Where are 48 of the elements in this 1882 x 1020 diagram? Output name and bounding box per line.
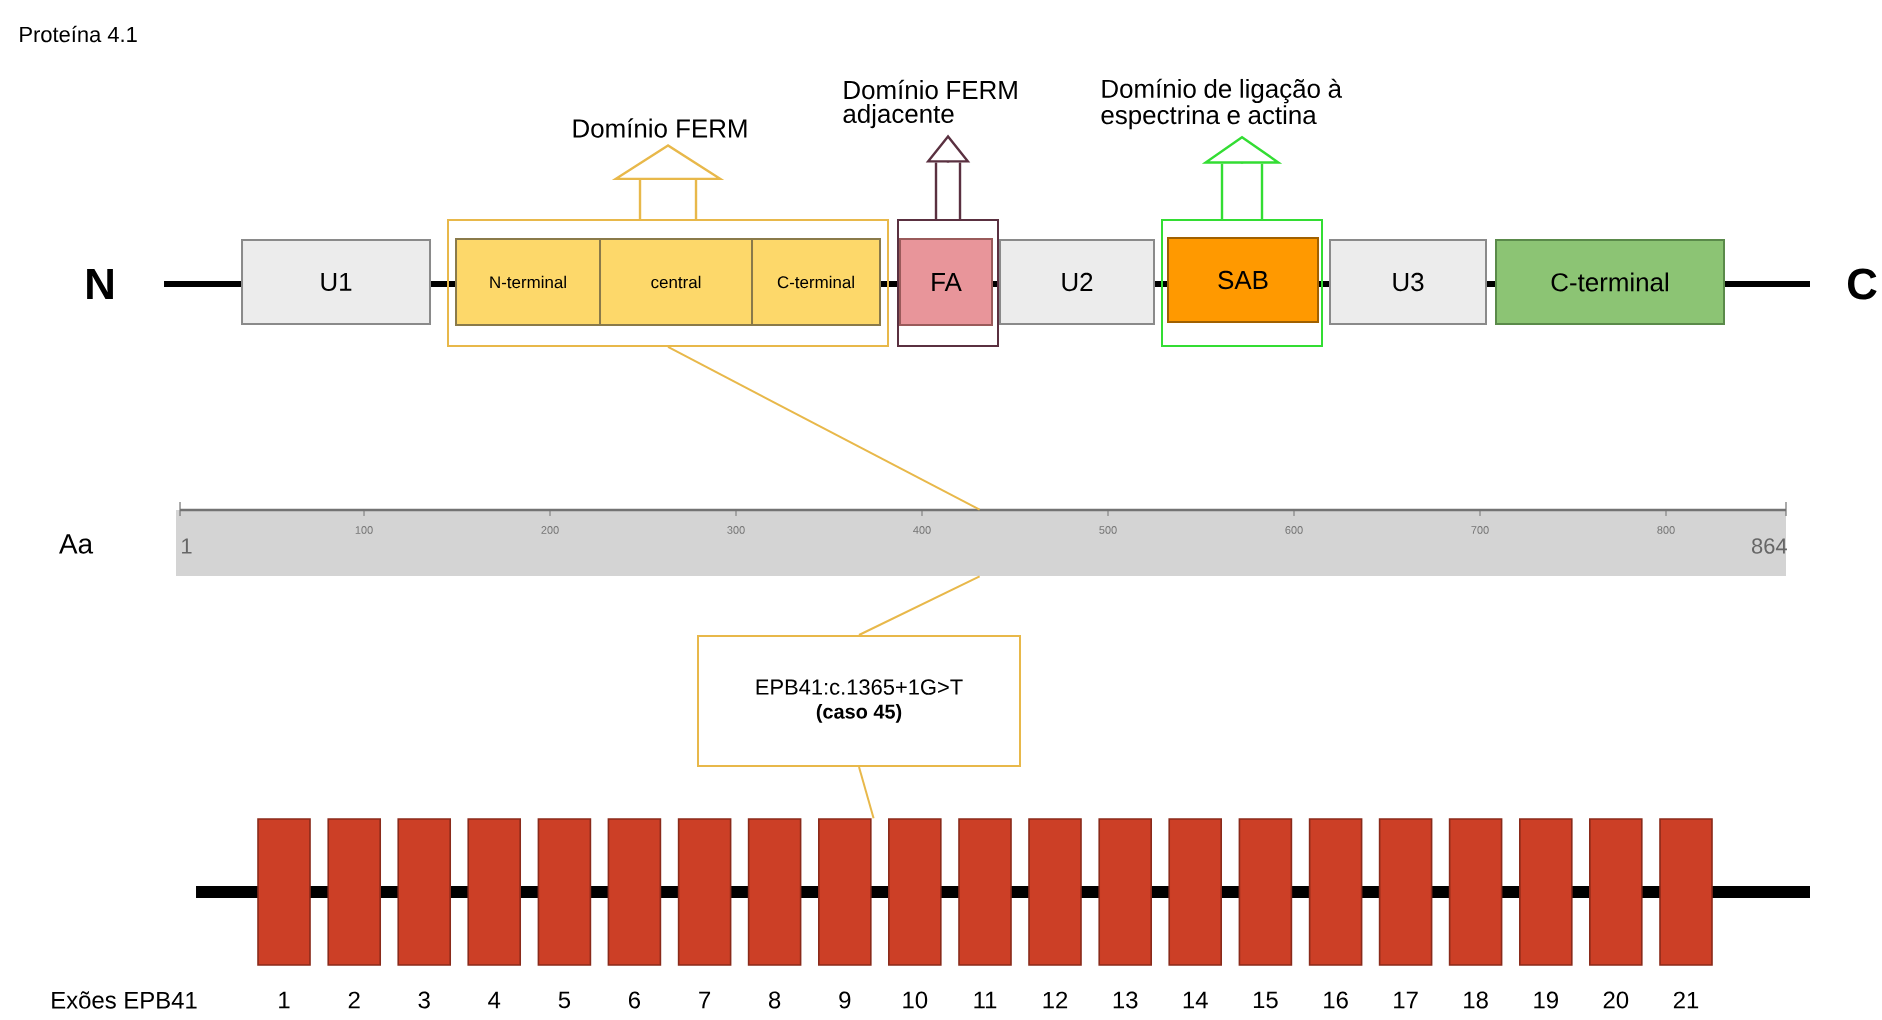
domain-box: U2 [999,239,1155,325]
title: Proteína 4.1 [20,25,137,43]
exon-number: 6 [629,991,640,1009]
exon-number: 9 [839,991,851,1009]
domain-box: FA [899,238,993,326]
terminus-label: N [87,268,113,300]
exon-number: 17 [1394,991,1418,1009]
leader-line [858,575,981,636]
domain-box: N-terminal [455,238,601,326]
leader-line [858,766,875,820]
heading: Domínio FERM adjacente [843,79,1017,129]
exon-number: 21 [1673,991,1699,1009]
exon-number: 12 [1043,991,1068,1009]
heading: Domínio de ligação à espectrina e actina [1101,78,1342,130]
exon-number: 16 [1324,991,1348,1009]
domain-outline [1161,219,1323,347]
domain-box: SAB [1167,237,1319,323]
exon-number: 5 [558,991,571,1009]
tick-label: 864 [1752,538,1787,554]
exon-number: 15 [1253,991,1278,1009]
axis-label: Aa [59,534,94,554]
domain-outline [447,219,889,347]
tick-label: 1 [182,538,192,554]
domain-box: U3 [1329,239,1487,325]
exon-number: 2 [348,991,360,1009]
ruler-bar [176,501,1787,576]
domain-outline [897,219,999,347]
exon-number: 3 [418,991,430,1009]
row-label: Exões EPB41 [52,991,197,1009]
domain-box: C-terminal [751,238,881,326]
exon-number: 10 [903,991,928,1009]
exon-number: 19 [1534,991,1558,1009]
exon-number: 7 [699,991,711,1009]
heading: Domínio FERM [573,118,747,138]
terminus-label: C [1848,268,1877,300]
exon-number: 13 [1113,991,1138,1009]
exon-number: 4 [488,991,501,1009]
domain-box: C-terminal [1495,239,1725,325]
domain-box: central [599,238,753,326]
exon-number: 11 [974,991,997,1009]
exon-number: 8 [769,991,781,1009]
exon-number: 14 [1183,991,1208,1009]
leader-line [667,346,981,511]
exon-number: 18 [1464,991,1488,1009]
callout-box: EPB41:c.1365+1G>T (caso 45) [697,635,1021,767]
domain-box: U1 [241,239,431,325]
exon-number: 20 [1603,991,1629,1009]
exon-number: 1 [279,991,290,1009]
